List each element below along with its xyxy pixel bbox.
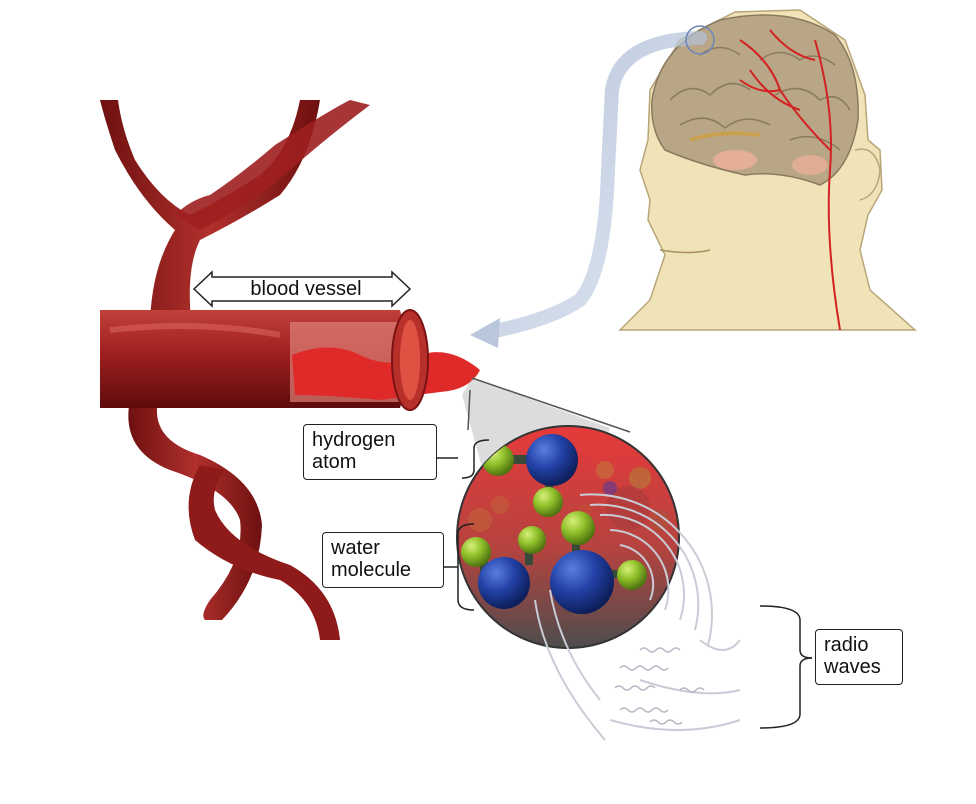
oxygen-atom: [550, 550, 614, 614]
hydrogen-atom: [561, 511, 595, 545]
oxygen-atom: [526, 434, 578, 486]
hydrogen-atom: [533, 487, 563, 517]
head-illustration: [618, 9, 917, 331]
bond: [500, 455, 540, 464]
source-arrow: [483, 31, 707, 339]
water-bracket: [457, 523, 475, 611]
hydrogen-bracket: [461, 439, 490, 479]
inner-ear: [792, 155, 828, 175]
radio-wave-squiggles: [614, 647, 705, 725]
hydrogen-atom-label: hydrogen atom: [303, 424, 437, 480]
water-molecule-label: water molecule: [322, 532, 444, 588]
main-blood-vessel: [100, 309, 480, 411]
zoom-circle: [456, 425, 680, 649]
eyebrow: [689, 131, 761, 142]
oxygen-atom: [478, 557, 530, 609]
blood-vessel-label: blood vessel: [250, 278, 362, 300]
hydrogen-atom: [518, 526, 546, 554]
brain-folds: [669, 46, 851, 151]
radio-wave-arcs: [534, 493, 741, 741]
brain-sample-marker: [685, 25, 715, 55]
ear: [854, 148, 881, 201]
radio-waves-label: radio waves: [815, 629, 903, 685]
arrowhead: [470, 318, 500, 348]
vessel-branches: [100, 100, 370, 640]
mouth: [659, 249, 711, 254]
blood-flow: [292, 347, 480, 400]
hydrogen-atom: [617, 560, 647, 590]
zoom-line-top: [471, 377, 631, 433]
blood-vessel-label-frame: [192, 270, 412, 308]
molecules: [461, 434, 670, 614]
label-brackets: [437, 439, 813, 729]
radio-bracket: [759, 605, 813, 659]
eye: [713, 150, 757, 170]
brain-arteries: [739, 29, 841, 331]
zoom-line-bottom: [467, 389, 471, 431]
hydrogen-atom: [461, 537, 491, 567]
